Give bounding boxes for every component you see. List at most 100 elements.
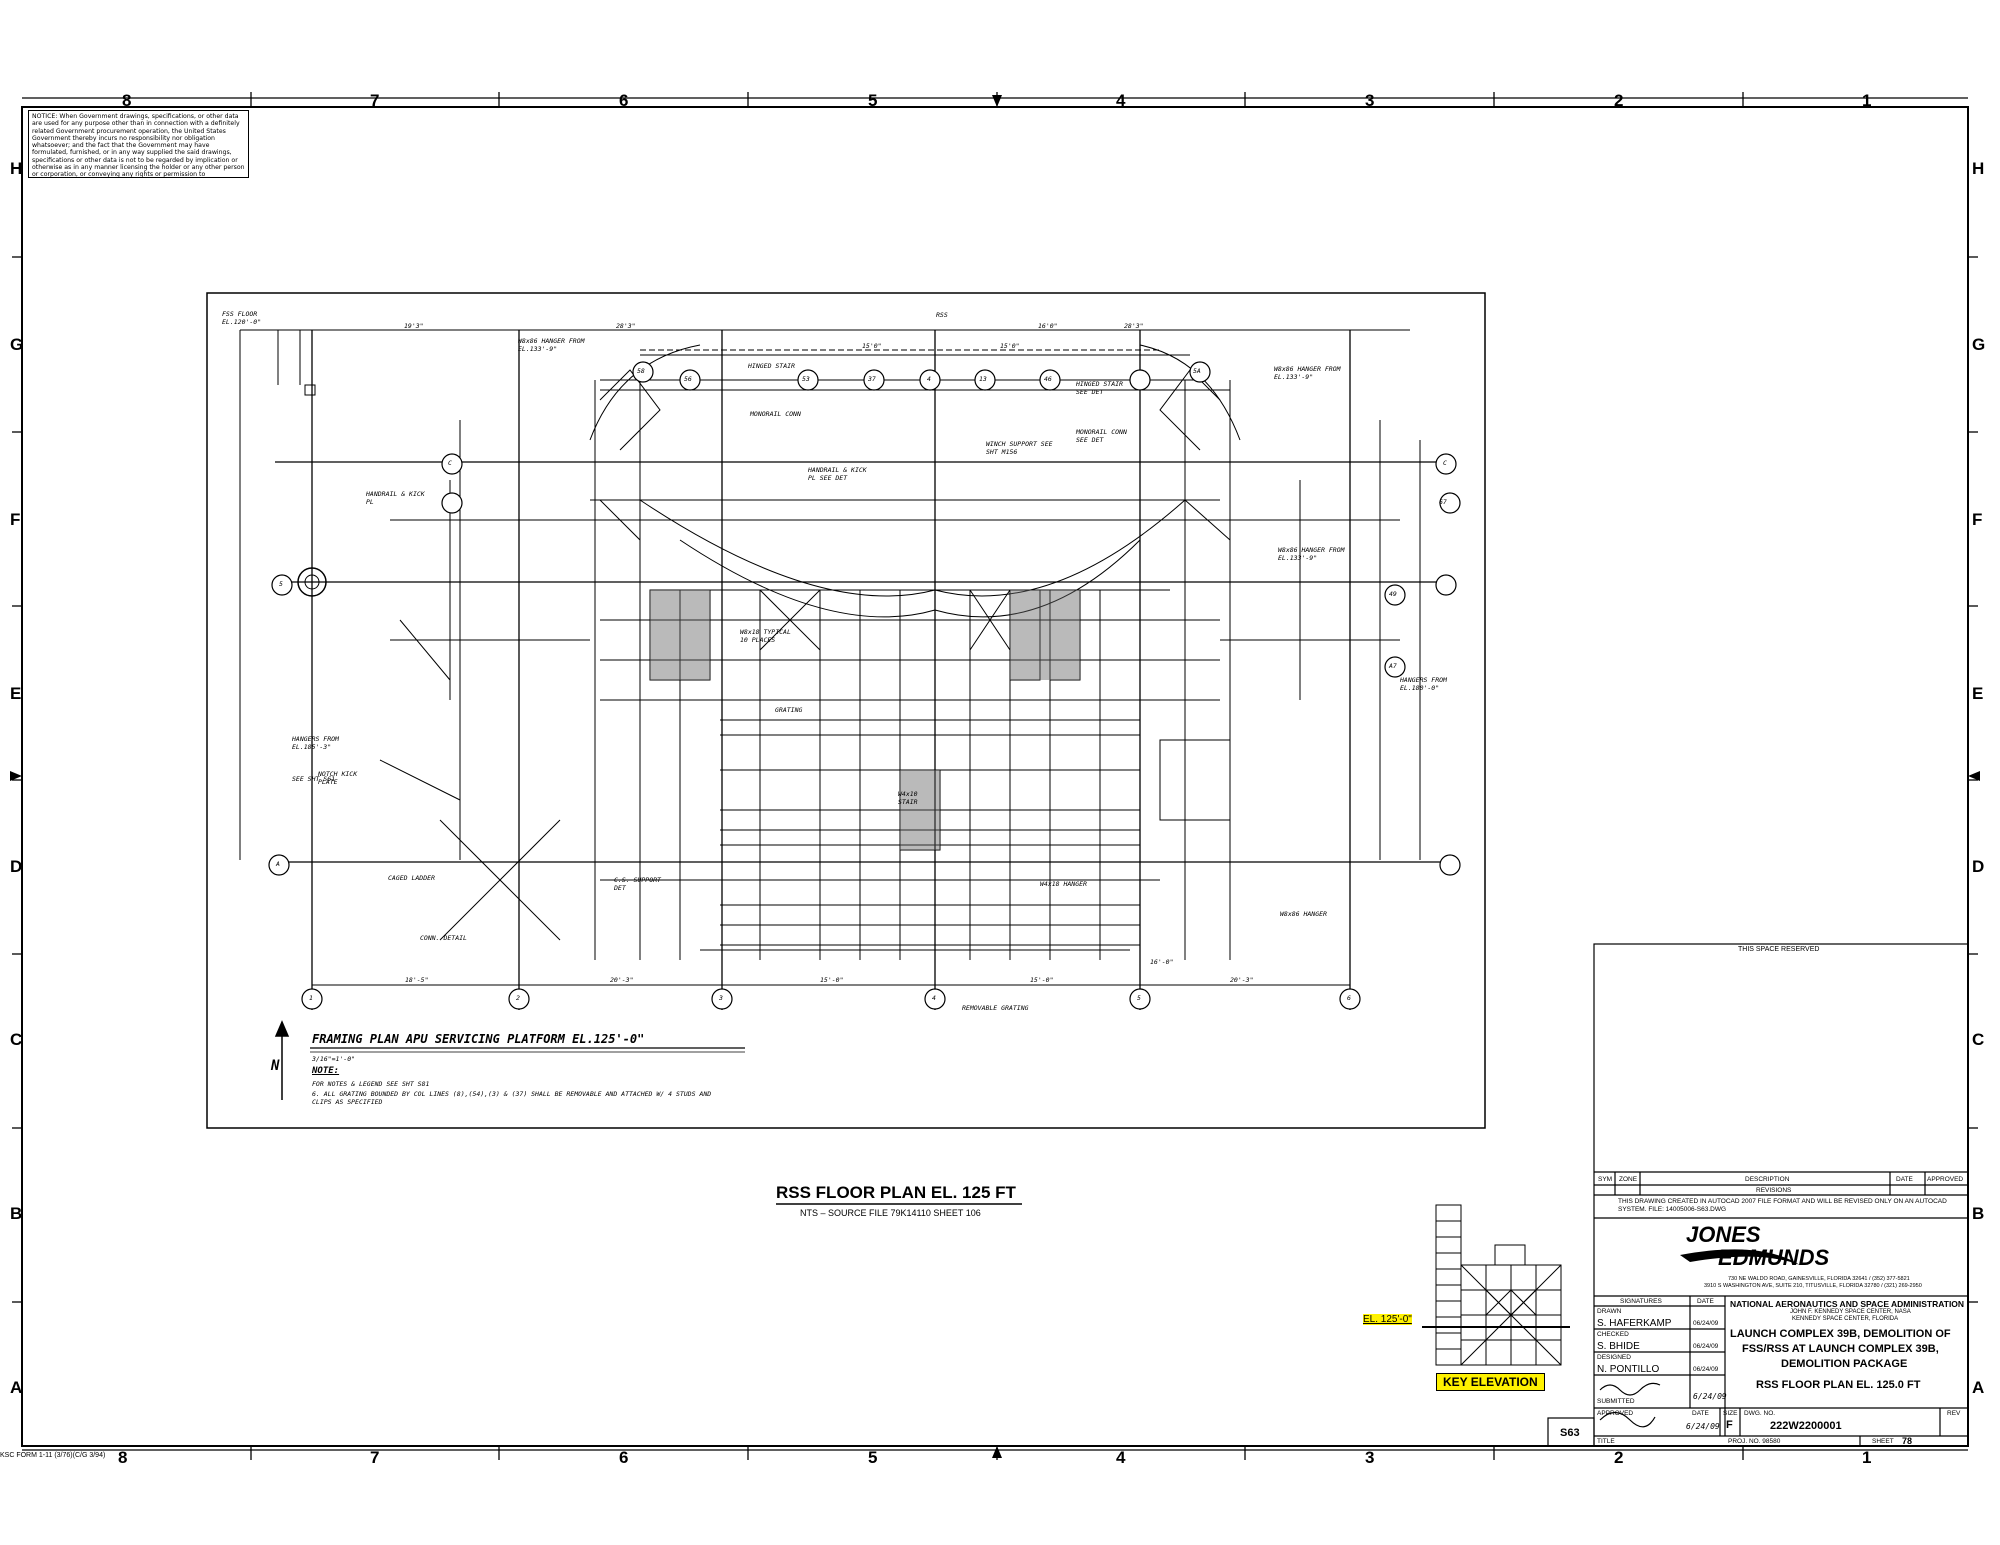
zone-col-3-bottom: 3 bbox=[1365, 1448, 1375, 1467]
sheet-id: S63 bbox=[1560, 1427, 1580, 1439]
side-bubble-label-4: C bbox=[1443, 459, 1447, 467]
zone-col-7-bottom: 7 bbox=[370, 1448, 380, 1467]
sheet-label: SHEET bbox=[1872, 1438, 1894, 1445]
zone-row-D-right: D bbox=[1972, 857, 1985, 876]
plan-label-23: SEE SHT S61 bbox=[292, 775, 336, 783]
rev-header-approved: APPROVED bbox=[1927, 1176, 1964, 1183]
zone-row-E-right: E bbox=[1972, 684, 1984, 703]
form-number: KSC FORM 1-11 (3/76)(C/G 3/94) bbox=[0, 1452, 106, 1459]
zone-col-8-top: 8 bbox=[122, 91, 132, 110]
plan-label-17: CONN. DETAIL bbox=[420, 934, 467, 942]
dim-bottom-4: 15'-0" bbox=[1030, 976, 1054, 984]
side-bubble-label-1: C bbox=[448, 459, 452, 467]
plan-label-16: CAGED LADDER bbox=[388, 874, 435, 882]
rss-label: RSS bbox=[936, 311, 948, 319]
framing-plan-title: FRAMING PLAN APU SERVICING PLATFORM EL.1… bbox=[312, 1032, 645, 1046]
note-2: 6. ALL GRATING BOUNDED BY COL LINES (8),… bbox=[312, 1090, 712, 1106]
dim-bottom-1: 18'-5" bbox=[405, 976, 429, 984]
dwg-no-label: DWG. NO. bbox=[1744, 1410, 1776, 1417]
plan-label-1: W8x86 HANGER FROM EL.133'-9" bbox=[518, 337, 585, 353]
dwg-no-value: 222W2200001 bbox=[1770, 1420, 1842, 1432]
agency-name: NATIONAL AERONAUTICS AND SPACE ADMINISTR… bbox=[1730, 1299, 1965, 1309]
signatures-label: SIGNATURES bbox=[1620, 1298, 1662, 1305]
rev-header-date: DATE bbox=[1896, 1176, 1913, 1183]
plan-label-9: W8x86 HANGER FROM EL.133'-9" bbox=[1278, 546, 1345, 562]
zone-col-2-bottom: 2 bbox=[1614, 1448, 1624, 1467]
side-bubble-label-2: 5 bbox=[279, 580, 283, 588]
plan-label-14: HANGERS FROM EL.180'-0" bbox=[1400, 676, 1447, 692]
government-notice: NOTICE: When Government drawings, specif… bbox=[28, 110, 249, 178]
framing-plan-scale: 3/16"=1'-0" bbox=[312, 1055, 356, 1063]
dim-bottom-5: 20'-3" bbox=[1230, 976, 1254, 984]
plan-label-6: W8x86 HANGER FROM EL.133'-9" bbox=[1274, 365, 1341, 381]
dim-top-4: 15'0" bbox=[1000, 342, 1020, 350]
zone-row-G-right: G bbox=[1972, 335, 1986, 354]
zone-row-H-left: H bbox=[10, 159, 23, 178]
drawing-title-1: LAUNCH COMPLEX 39B, DEMOLITION OF bbox=[1730, 1328, 1951, 1340]
designed-label: DESIGNED bbox=[1597, 1354, 1631, 1361]
rev-header-description: DESCRIPTION bbox=[1745, 1176, 1790, 1183]
dim-bottom-3: 15'-0" bbox=[820, 976, 844, 984]
zone-col-4-bottom: 4 bbox=[1116, 1448, 1126, 1467]
plan-label-2: HINGED STAIR bbox=[748, 362, 795, 370]
drawing-title-2: FSS/RSS AT LAUNCH COMPLEX 39B, bbox=[1742, 1343, 1939, 1355]
dim-top-5: 28'3" bbox=[1124, 322, 1144, 330]
zone-row-B-left: B bbox=[10, 1204, 23, 1223]
side-bubble-label-5: 67 bbox=[1439, 498, 1447, 506]
plan-label-4: WINCH SUPPORT SEE SHT M156 bbox=[986, 440, 1053, 456]
plan-label-12: W8x18 TYPICAL 10 PLACES bbox=[740, 628, 791, 644]
grid-bubble-label-3: 53 bbox=[802, 375, 810, 383]
zone-row-C-right: C bbox=[1972, 1030, 1985, 1049]
center-name-2: KENNEDY SPACE CENTER, FLORIDA bbox=[1792, 1316, 1899, 1322]
grid-bubble-label-7: 46 bbox=[1044, 375, 1052, 383]
zone-row-A-right: A bbox=[1972, 1378, 1985, 1397]
bottom-bubble-label-6: 6 bbox=[1347, 994, 1351, 1002]
plan-label-15: NOTCH KICK PLATE bbox=[318, 770, 358, 786]
plan-label-21: W4x18 HANGER bbox=[1040, 880, 1087, 888]
zone-col-6-bottom: 6 bbox=[619, 1448, 629, 1467]
dim-top-3: 15'0" bbox=[862, 342, 882, 350]
plan-label-7: HINGED STAIR SEE DET bbox=[1076, 380, 1123, 396]
dim-top-6: 16'0" bbox=[1038, 322, 1058, 330]
rev-header-zone: ZONE bbox=[1619, 1176, 1638, 1183]
zone-col-7-top: 7 bbox=[370, 91, 380, 110]
zone-col-3-top: 3 bbox=[1365, 91, 1375, 110]
plan-label-19: REMOVABLE GRATING bbox=[962, 1004, 1029, 1012]
revisions-label: REVISIONS bbox=[1756, 1187, 1792, 1194]
grid-bubble-label-4: 37 bbox=[868, 375, 876, 383]
bottom-bubble-label-2: 2 bbox=[516, 994, 520, 1002]
plan-label-10: HANDRAIL & KICK PL bbox=[366, 490, 425, 506]
drawn-label: DRAWN bbox=[1597, 1308, 1622, 1315]
designed-date: 06/24/09 bbox=[1693, 1366, 1719, 1373]
plan-label-20: W8x86 HANGER bbox=[1280, 910, 1327, 918]
fss-floor-label: FSS FLOOR EL.120'-0" bbox=[222, 310, 262, 326]
note-1: FOR NOTES & LEGEND SEE SHT S81 bbox=[312, 1080, 430, 1088]
plan-subtitle: NTS – SOURCE FILE 79K14110 SHEET 106 bbox=[800, 1208, 981, 1218]
center-name-1: JOHN F. KENNEDY SPACE CENTER, NASA bbox=[1790, 1309, 1911, 1315]
key-elevation-drawing bbox=[1422, 1204, 1570, 1366]
grid-bubble-label-2: 56 bbox=[684, 375, 692, 383]
zone-row-A-left: A bbox=[10, 1378, 23, 1397]
grid-bubble-label-1: 58 bbox=[637, 367, 645, 375]
side-bubble-label-6: 49 bbox=[1389, 590, 1397, 598]
zone-col-5-bottom: 5 bbox=[868, 1448, 878, 1467]
side-bubble-label-3: A bbox=[276, 860, 280, 868]
plan-label-18: C.S. SUPPORT DET bbox=[614, 876, 661, 892]
zone-row-D-left: D bbox=[10, 857, 23, 876]
dim-top-1: 19'3" bbox=[404, 322, 424, 330]
drawn-date: 06/24/09 bbox=[1693, 1320, 1719, 1327]
reserved-space-label: THIS SPACE RESERVED bbox=[1738, 946, 1820, 953]
zone-row-F-right: F bbox=[1972, 510, 1983, 529]
plan-label-5: HANDRAIL & KICK PL SEE DET bbox=[808, 466, 867, 482]
rev-header-sym: SYM bbox=[1598, 1176, 1613, 1183]
firm-address-2: 3910 S WASHINGTON AVE, SUITE 210, TITUSV… bbox=[1704, 1283, 1922, 1289]
zone-row-F-left: F bbox=[10, 510, 21, 529]
designed-name: N. PONTILLO bbox=[1597, 1364, 1660, 1375]
autocad-note: THIS DRAWING CREATED IN AUTOCAD 2007 FIL… bbox=[1618, 1198, 1947, 1213]
checked-label: CHECKED bbox=[1597, 1331, 1629, 1338]
bottom-bubble-label-1: 1 bbox=[309, 994, 313, 1002]
rev-label: REV bbox=[1947, 1410, 1961, 1417]
size-value: F bbox=[1726, 1419, 1733, 1431]
